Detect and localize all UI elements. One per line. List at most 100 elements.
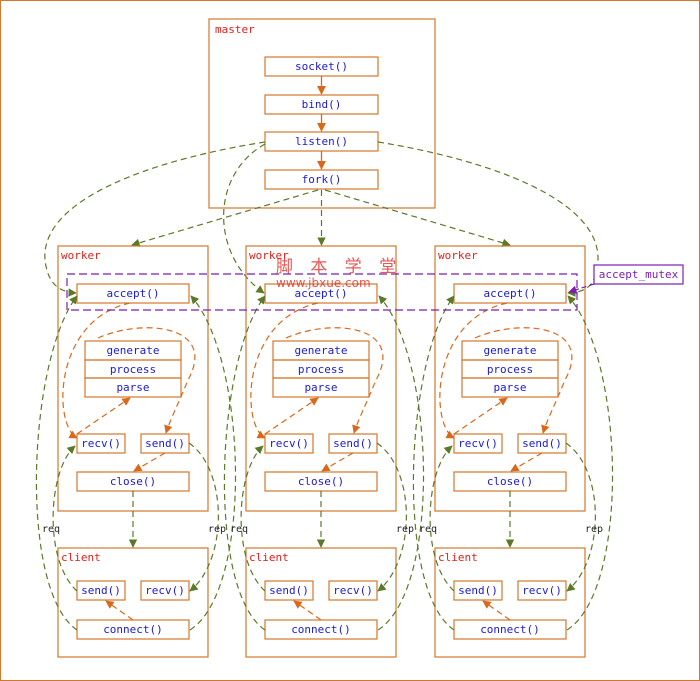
client-3-recv-label: recv() (522, 584, 562, 597)
column-2-rep-label: rep (396, 524, 414, 535)
worker-3-accept-box (453, 283, 567, 304)
client-1-connect-to-send-arrow (105, 600, 134, 621)
socket-label: socket() (295, 60, 348, 73)
accept-mutex: accept_mutex (66, 264, 684, 311)
column-1-rep-send-to-recv-arrow (188, 442, 219, 592)
client-1-title: client (61, 551, 101, 564)
watermark-url: www.jbxue.com (276, 276, 371, 290)
column-3-edges: req rep (412, 295, 614, 631)
client-2-send-label: send() (269, 584, 309, 597)
worker-2-generate-label: generate (295, 344, 348, 357)
fork-label: fork() (302, 173, 342, 186)
accept-mutex-label: accept_mutex (599, 268, 679, 281)
column-2-req-label: req (230, 524, 248, 535)
client-3-box (434, 547, 586, 658)
listen-to-accept-1-arrow (44, 141, 266, 297)
worker-3: workeraccept()generateprocessparserecv()… (434, 245, 586, 512)
column-2-edges: req rep (223, 295, 425, 631)
column-1-edges: req rep (35, 295, 237, 631)
client-processes: client send() recv() connect() client send() r… (57, 547, 586, 658)
worker-3-recv-label: recv() (458, 437, 498, 450)
worker-3-recv-box (453, 433, 503, 454)
master-process: master socket() bind() listen() fork() (208, 18, 436, 209)
client-2-title: client (249, 551, 289, 564)
worker-1-recv-label: recv() (81, 437, 121, 450)
worker-2-close-label: close() (298, 475, 344, 488)
client-2-connect-label: connect() (291, 623, 351, 636)
worker-2-parse-label: parse (304, 381, 337, 394)
master-title: master (215, 23, 255, 36)
worker-3-process-to-send-arrow (474, 327, 573, 434)
column-3-req-label: req (419, 524, 437, 535)
worker-3-close-label: close() (487, 475, 533, 488)
client-2-recv-label: recv() (333, 584, 373, 597)
worker-3-title: worker (438, 249, 478, 262)
worker-1-close-label: close() (110, 475, 156, 488)
client-1-recv-box (140, 580, 190, 601)
fork-to-worker-3-arrow (324, 189, 511, 247)
worker-3-parse-label: parse (493, 381, 526, 394)
worker-1-parse-box (84, 377, 182, 398)
column-3-req-send-to-recv-arrow (429, 445, 455, 592)
column-3-req-connect-to-accept-arrow (412, 295, 455, 631)
listen-label: listen() (295, 135, 348, 148)
column-2-rep-send-to-recv-arrow (376, 442, 407, 592)
worker-1-accept-box (76, 283, 190, 304)
worker-2-accept-box (264, 283, 378, 304)
worker-1-recv-box (76, 433, 126, 454)
worker-3-recv-to-parse-arrow (453, 397, 508, 435)
column-1-rep-label: rep (208, 524, 226, 535)
worker-3-process-label: process (487, 363, 533, 376)
worker-1-generate-label: generate (107, 344, 160, 357)
worker-1: workeraccept()generateprocessparserecv()… (57, 245, 209, 512)
worker-2: workeraccept()generateprocessparserecv()… (245, 245, 397, 512)
worker-1-title: worker (61, 249, 101, 262)
client-3: client send() recv() connect() (434, 547, 586, 658)
listen-to-accept-3-arrow (377, 141, 599, 297)
client-2-box (245, 547, 397, 658)
watermark-title: 脚 本 学 堂 (276, 257, 402, 277)
column-2-req-connect-to-accept-arrow (223, 295, 266, 631)
fork-box (264, 169, 379, 190)
worker-3-send-label: send() (522, 437, 562, 450)
watermark: 脚 本 学 堂 www.jbxue.com (276, 257, 402, 290)
client-1-box (57, 547, 209, 658)
worker-2-recv-label: recv() (269, 437, 309, 450)
column-3-rep-label: rep (585, 524, 603, 535)
client-3-connect-label: connect() (480, 623, 540, 636)
column-1-connect-to-accept-right-arrow (189, 295, 237, 631)
column-2-connect-to-accept-right-arrow (377, 295, 425, 631)
column-1-req-send-to-recv-arrow (52, 445, 78, 592)
worker-2-process-label: process (298, 363, 344, 376)
client-1-connect-label: connect() (103, 623, 163, 636)
client-2-recv-box (328, 580, 378, 601)
listen-to-accept-2-arrow (223, 143, 266, 294)
worker-2-recv-to-parse-arrow (264, 397, 319, 435)
worker-1-process-to-send-arrow (97, 327, 196, 434)
fork-edges (131, 189, 511, 247)
column-2-req-send-to-recv-arrow (240, 445, 266, 592)
worker-3-generate-label: generate (484, 344, 537, 357)
worker-2-send-label: send() (333, 437, 373, 450)
client-3-connect-to-send-arrow (482, 600, 511, 621)
client-2-connect-to-send-arrow (293, 600, 322, 621)
worker-1-recv-to-parse-arrow (76, 397, 131, 435)
client-3-send-label: send() (458, 584, 498, 597)
client-3-title: client (438, 551, 478, 564)
fork-to-worker-1-arrow (131, 189, 319, 247)
client-2: client send() recv() connect() (245, 547, 397, 658)
worker-2-recv-box (264, 433, 314, 454)
accept-mutex-arrow (568, 283, 595, 294)
worker-2-send-to-close-arrow (321, 452, 354, 472)
worker-1-parse-label: parse (116, 381, 149, 394)
column-1-req-label: req (42, 524, 60, 535)
column-3-connect-to-accept-right-arrow (566, 295, 614, 631)
client-1-send-label: send() (81, 584, 121, 597)
worker-1-accept-label: accept() (107, 287, 160, 300)
worker-2-title: worker (249, 249, 289, 262)
worker-3-send-to-close-arrow (510, 452, 543, 472)
client-3-recv-box (517, 580, 567, 601)
